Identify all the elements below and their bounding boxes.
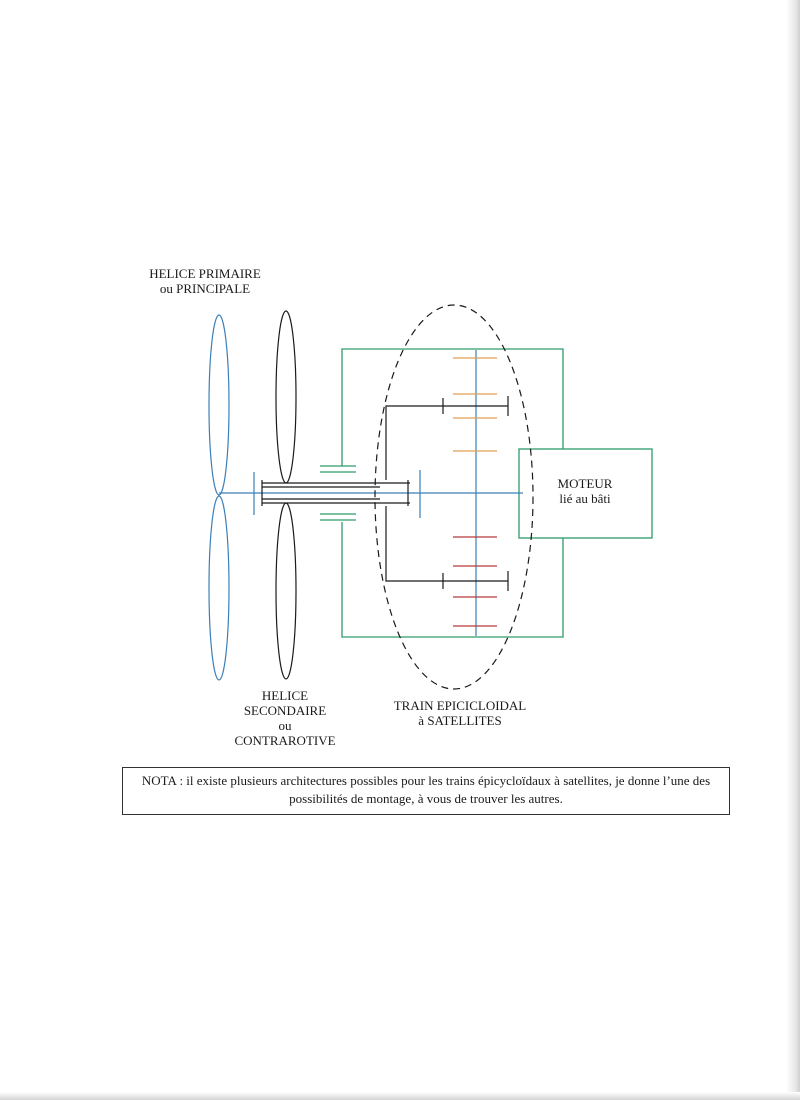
note-box: NOTA : il existe plusieurs architectures… (122, 767, 730, 815)
label-primary-line1: HELICE PRIMAIRE (149, 266, 261, 281)
primary-blade-lower (208, 495, 230, 681)
secondary-blade-upper (275, 310, 297, 484)
primary-shaft (219, 350, 523, 636)
label-primary-propeller: HELICE PRIMAIRE ou PRINCIPALE (120, 266, 290, 296)
page-bottom-shadow (0, 1092, 800, 1100)
label-primary-line2: ou PRINCIPALE (159, 281, 251, 296)
label-secondary-line4: CONTRAROTIVE (234, 733, 336, 748)
label-train-line2: à SATELLITES (418, 713, 502, 728)
label-secondary-line2: SECONDAIRE (243, 703, 327, 718)
label-secondary-propeller: HELICE SECONDAIRE ou CONTRAROTIVE (215, 688, 355, 748)
secondary-shaft (261, 396, 509, 591)
lower-planet-gears (453, 536, 497, 627)
label-motor-line2: lié au bâti (559, 491, 611, 506)
label-motor: MOTEUR lié au bâti (530, 476, 640, 506)
upper-planet-gears (453, 357, 497, 452)
epicyclic-train-outline (374, 304, 534, 690)
secondary-propeller (275, 310, 297, 680)
label-secondary-line1: HELICE (261, 688, 309, 703)
primary-blade-upper (208, 314, 230, 496)
label-train-line1: TRAIN EPICICLOIDAL (393, 698, 527, 713)
secondary-blade-lower (275, 502, 297, 680)
housing-upper (341, 348, 564, 466)
primary-propeller (208, 314, 230, 681)
label-epicyclic-train: TRAIN EPICICLOIDAL à SATELLITES (370, 698, 550, 728)
page-edge-shadow (786, 0, 800, 1100)
note-text: NOTA : il existe plusieurs architectures… (141, 773, 711, 806)
label-secondary-line3: ou (278, 718, 292, 733)
label-motor-line1: MOTEUR (557, 476, 613, 491)
housing-lower (341, 522, 564, 638)
planet-carrier (385, 405, 508, 480)
planet-carrier-lower (385, 506, 508, 582)
housing (320, 348, 564, 638)
